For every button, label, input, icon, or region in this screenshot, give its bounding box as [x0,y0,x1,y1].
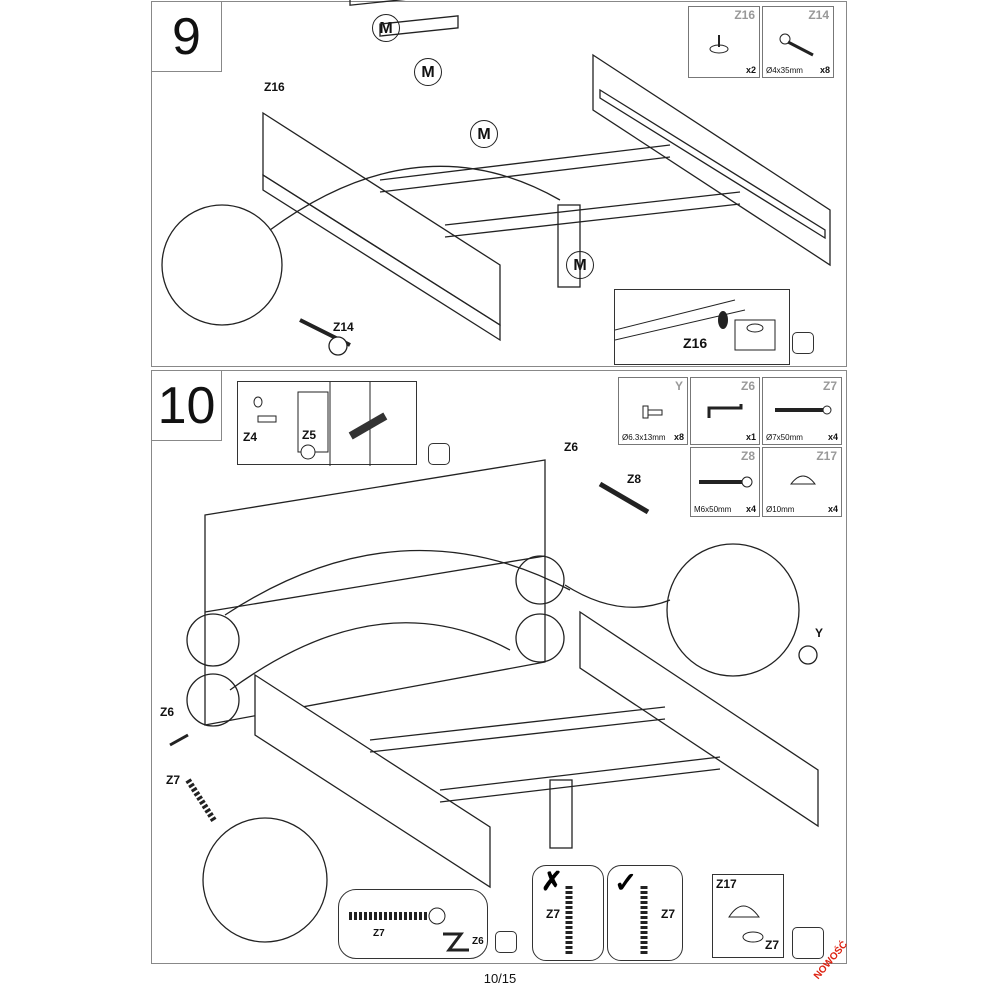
part-code: Z17 [816,449,837,463]
screw-drive-drawing [349,907,469,952]
allen-key-icon [707,404,743,418]
check-mark-drawing: ✓ [614,867,648,956]
step-10-panel: 10 Y Ø6.3x13mm x8 Z6 x1 Z7 Ø7x50mm x4 Z8… [151,370,847,964]
label-m-middle: M [470,120,498,148]
label-z4: Z4 [243,430,258,444]
part-code: Z7 [822,379,837,393]
label-z6-bottom: Z6 [472,936,484,947]
part-spec: Ø10mm [766,505,795,514]
part-spec: M6x50mm [694,505,732,514]
label-z6-left: Z6 [160,705,175,719]
part-spec: Ø6.3x13mm [622,433,666,442]
part-box-z14: Z14 Ø4x35mm x8 [762,6,834,78]
cam-lock-inset [237,381,417,466]
step-9-panel: 9 Z16 x2 Z14 Ø4x35mm x8 [151,1,847,367]
part-spec: Ø7x50mm [766,433,803,442]
label-z16-detail: Z16 [683,335,708,351]
part-qty: x4 [827,504,838,514]
label-z14: Z14 [333,320,354,334]
label-z17-detail: Z17 [716,877,737,891]
rotate-icon [428,443,450,465]
label-z7-detail: Z7 [765,938,780,952]
bolt-icon [699,476,753,488]
rotate-icon [495,931,517,953]
part-box-z16: Z16 x2 [688,6,760,78]
step-number: 10 [152,371,222,441]
part-box-z6: Z6 x1 [690,377,760,445]
part-qty: x4 [745,504,756,514]
label-m-second: M [414,58,442,86]
correct-installation-inset: ✓ [607,865,683,961]
cap-detail-drawing [728,905,764,943]
cap-detail-inset [712,874,784,958]
hand-icon [792,927,824,959]
screw-drive-inset [338,889,488,959]
part-spec: Ø4x35mm [766,66,803,75]
cap-icon [789,475,817,485]
bolt-icon [642,405,663,419]
part-qty: x8 [673,432,684,442]
svg-text:✓: ✓ [614,867,637,898]
cam-lock-drawing [253,382,388,466]
svg-text:✗: ✗ [541,866,563,896]
screw-icon [775,405,832,415]
label-z5: Z5 [302,428,317,442]
label-z7-right: Z7 [661,907,676,921]
label-z7-bottom: Z7 [373,928,385,939]
hammer-icon [792,332,814,354]
part-box-y: Y Ø6.3x13mm x8 [618,377,688,445]
part-qty: x2 [745,65,756,75]
part-box-z7: Z7 Ø7x50mm x4 [762,377,842,445]
label-z7-left: Z7 [166,773,181,787]
label-b: B [380,638,408,666]
step-number: 9 [152,2,222,72]
label-z16: Z16 [264,80,285,94]
part-code: Z14 [808,8,829,22]
part-qty: x8 [819,65,830,75]
part-qty: x1 [745,432,756,442]
wrong-installation-inset: ✗ [532,865,604,961]
part-box-z17: Z17 Ø10mm x4 [762,447,842,517]
label-m-top: M [372,14,400,42]
part-code: Z8 [740,449,755,463]
part-code: Y [674,379,683,393]
part-qty: x4 [827,432,838,442]
part-code: Z16 [734,8,755,22]
wrong-mark-drawing: ✗ [541,866,573,956]
screw-icon [779,33,814,57]
label-z8: Z8 [627,472,642,486]
part-code: Z6 [740,379,755,393]
glide-icon [709,35,729,54]
label-z6-top: Z6 [564,440,579,454]
part-box-z8: Z8 M6x50mm x4 [690,447,760,517]
label-y: Y [815,626,824,640]
page-number: 10/15 [483,971,517,986]
glide-detail-drawing [614,299,776,351]
label-m-bottom: M [566,251,594,279]
glide-detail-inset [614,289,790,365]
label-z7-wrong: Z7 [546,907,561,921]
